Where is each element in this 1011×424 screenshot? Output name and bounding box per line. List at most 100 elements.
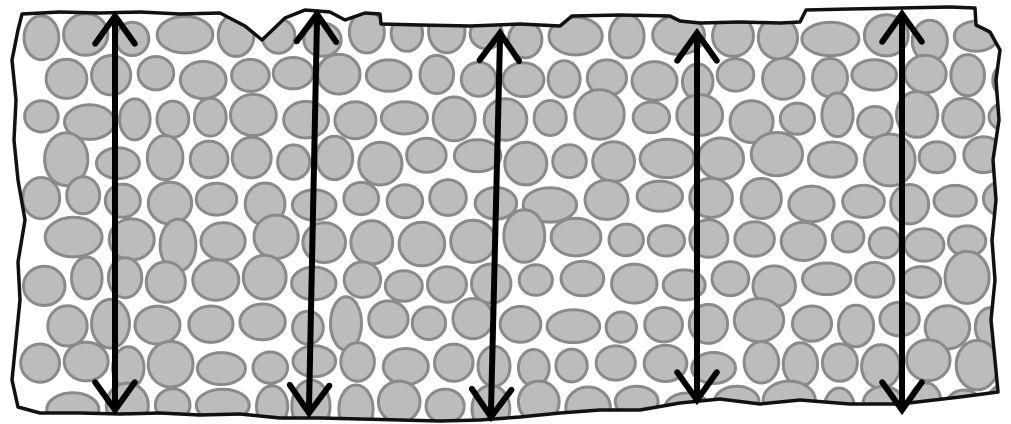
particle — [194, 98, 226, 136]
particle — [612, 264, 657, 303]
particle — [781, 222, 825, 260]
particle — [822, 344, 857, 381]
particle — [407, 138, 447, 172]
particle — [865, 134, 916, 186]
particle — [189, 306, 233, 342]
particle — [484, 99, 527, 141]
particle — [919, 142, 955, 173]
particle — [813, 58, 848, 96]
particle — [254, 215, 298, 258]
particle — [180, 61, 226, 98]
particle — [792, 306, 831, 341]
particle — [461, 62, 496, 96]
particle — [934, 185, 976, 216]
particle — [435, 344, 474, 381]
particle — [46, 59, 87, 98]
particle — [24, 16, 59, 60]
particle — [553, 145, 587, 178]
particle — [741, 178, 781, 218]
particle — [843, 185, 885, 217]
particle — [105, 184, 140, 217]
particle — [381, 102, 427, 134]
particle — [428, 267, 467, 302]
particle — [67, 177, 100, 214]
particle — [609, 224, 643, 256]
particle — [951, 55, 985, 96]
particle — [856, 262, 894, 297]
particle — [64, 342, 108, 381]
particle — [905, 55, 947, 92]
particle — [751, 133, 802, 176]
particle — [232, 137, 271, 178]
particle — [901, 267, 940, 298]
particle — [278, 145, 310, 179]
particle — [632, 62, 677, 101]
particle — [789, 186, 834, 222]
particle — [561, 261, 604, 296]
particle — [610, 15, 645, 58]
particle — [157, 101, 189, 137]
particle — [451, 220, 496, 262]
particle — [412, 307, 445, 340]
particle — [23, 178, 60, 219]
particle — [803, 263, 851, 295]
particle — [596, 346, 635, 380]
particle — [717, 59, 754, 91]
particle — [637, 181, 682, 211]
particle — [698, 138, 743, 179]
particle — [433, 97, 475, 141]
particle — [232, 59, 270, 91]
particle — [387, 185, 423, 218]
particle — [138, 56, 174, 89]
particle — [92, 299, 130, 348]
particle — [712, 262, 749, 296]
particle — [196, 183, 237, 215]
particle — [891, 185, 929, 224]
particle — [869, 228, 900, 258]
particle — [273, 57, 313, 88]
particle — [547, 310, 600, 343]
particle — [335, 102, 376, 139]
particle — [838, 305, 873, 347]
particle — [504, 210, 545, 262]
particle — [378, 381, 420, 422]
particle — [253, 352, 288, 383]
particle — [503, 63, 544, 97]
particle — [808, 142, 856, 177]
particle — [369, 301, 408, 337]
particle — [240, 304, 285, 340]
particle — [316, 136, 352, 179]
particle — [593, 142, 635, 182]
particle — [633, 102, 669, 133]
particle — [735, 222, 775, 256]
particle — [193, 260, 239, 300]
particle — [201, 223, 245, 261]
particle — [744, 342, 779, 383]
particle — [92, 55, 131, 94]
particle — [366, 60, 411, 91]
particle — [120, 99, 151, 140]
particle — [21, 344, 60, 382]
particle — [551, 218, 601, 256]
particle — [852, 60, 897, 90]
particle — [344, 182, 379, 214]
particle — [25, 101, 59, 132]
particle — [318, 54, 360, 94]
particle — [48, 306, 87, 346]
particle — [453, 299, 493, 339]
particle — [399, 222, 445, 266]
particle — [905, 229, 944, 261]
particle — [734, 299, 783, 342]
particle — [763, 58, 804, 99]
particle — [45, 217, 102, 257]
particle — [341, 343, 375, 382]
particle — [420, 55, 454, 93]
particle — [907, 340, 950, 381]
particle — [575, 90, 624, 139]
particle — [135, 306, 180, 344]
particle — [556, 349, 587, 382]
particle — [351, 221, 393, 264]
particle — [822, 93, 853, 137]
particle — [157, 16, 213, 53]
